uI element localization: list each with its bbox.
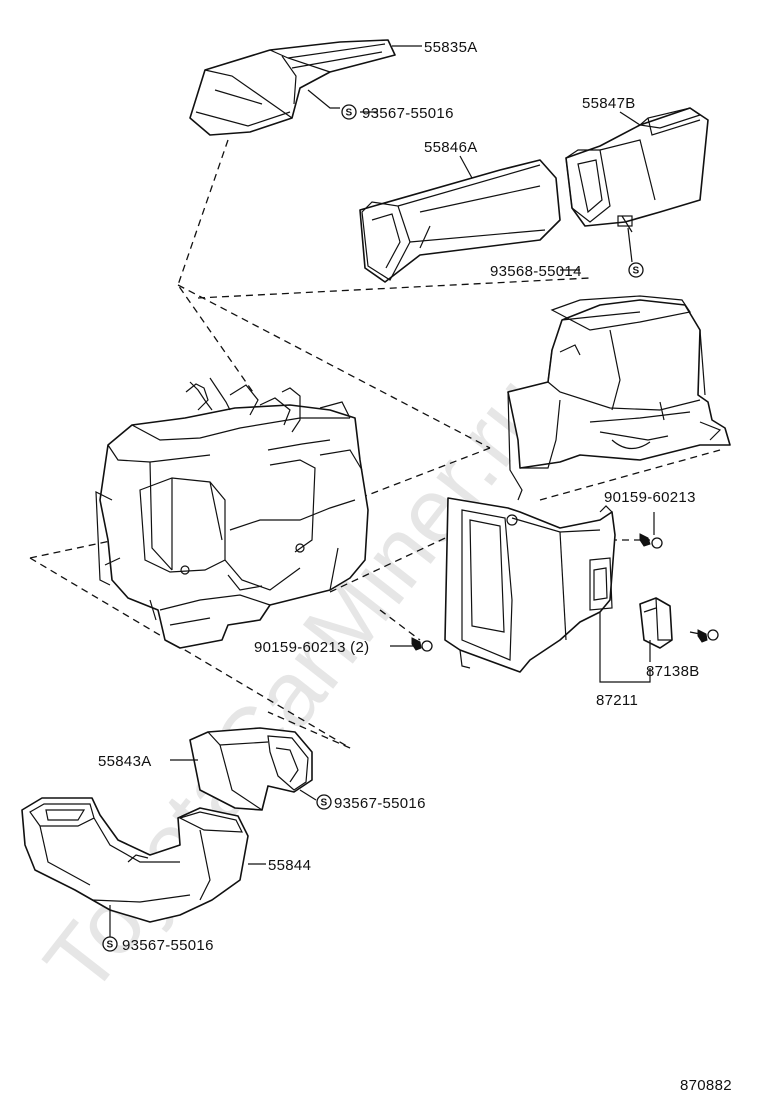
duct-55843A [189,727,313,811]
case-lower-right [444,497,616,673]
duct-55846A [359,159,561,283]
label-90159-60213-left: 90159-60213 (2) [254,639,369,656]
sealant-marks: S S S S [102,104,644,952]
part-labels: 55835A 93567-55016 55847B 55846A 93568-5… [98,39,732,1094]
label-90159-60213-right: 90159-60213 [604,489,696,506]
label-55835A: 55835A [424,39,478,56]
sealant-icon: S [341,104,357,120]
svg-text:S: S [633,266,640,277]
sealant-icon: S [628,262,644,278]
bolt-icon [697,629,719,643]
svg-text:S: S [346,108,353,119]
label-55846A: 55846A [424,139,478,156]
bolt-icon [411,637,433,652]
label-87138B: 87138B [646,663,700,680]
label-93568-55014: 93568-55014 [490,263,582,280]
bolt-icons [411,533,719,652]
heater-unit-center [95,377,369,649]
diagram-id: 870882 [680,1077,732,1094]
sealant-icon: S [316,794,332,810]
svg-text:S: S [107,940,114,951]
label-93567-55016-mid: 93567-55016 [334,795,426,812]
duct-55847B [565,107,709,233]
svg-text:S: S [321,798,328,809]
label-87211: 87211 [596,692,638,709]
label-55844: 55844 [268,857,311,874]
duct-55844 [21,797,249,923]
label-93567-55016-bottom: 93567-55016 [122,937,214,954]
duct-55835A [189,39,396,136]
leader-lines [109,45,701,938]
bolt-icon [639,533,663,549]
sealant-icon: S [102,936,118,952]
part-87138B [639,597,673,649]
label-55843A: 55843A [98,753,152,770]
label-93567-55016-top: 93567-55016 [362,105,454,122]
label-55847B: 55847B [582,95,636,112]
case-upper-right [507,295,731,501]
